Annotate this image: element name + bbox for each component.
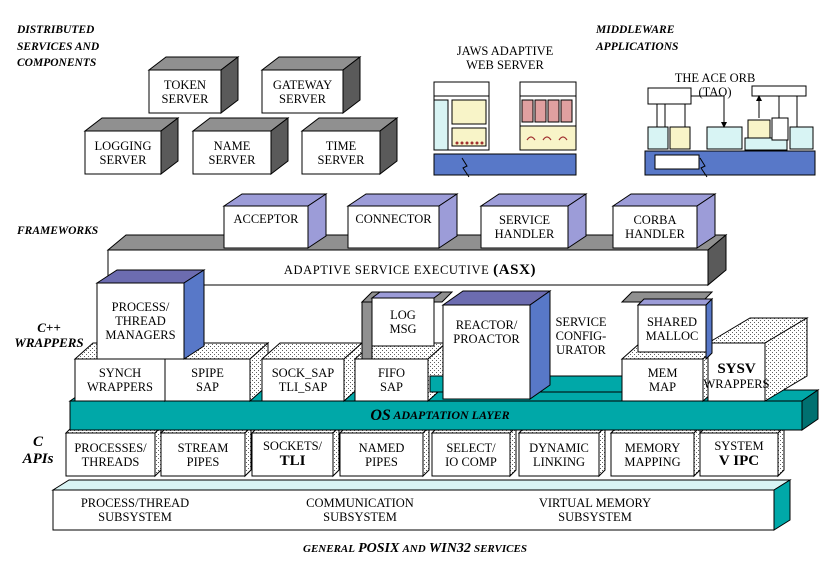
dynamic-linking-label: DYNAMIC LINKING [529,440,589,469]
footer-services: SERVICES [473,542,527,555]
synch-wrappers-label: SYNCH WRAPPERS [87,366,153,394]
asx-label-text: ADAPTIVE SERVICE EXECUTIVE [283,263,490,277]
virtual-memory-subsystem-label: VIRTUAL MEMORY SUBSYSTEM [538,496,652,524]
service-cubes [83,55,399,176]
service-cube-gateway [260,55,362,115]
os-abbr: OS [370,407,391,425]
wrapper-box-fifo [353,341,448,403]
process-thread-subsystem-label: PROCESS/THREAD SUBSYSTEM [80,496,190,524]
time-server-label: TIME SERVER [317,138,365,167]
asx-abbreviation: (ASX) [493,261,537,278]
fifo-sap-label: FIFO SAP [377,366,406,394]
memory-mapping-label: MEMORY MAPPING [624,440,681,469]
label-c-apis: C APIs [22,434,54,467]
sockets-text: SOCKETS/ [262,439,323,454]
os-services-slab [51,479,792,531]
label-frameworks: FRAMEWORKS [17,224,99,237]
footer-win32: WIN32 [428,541,471,557]
framework-box-service-handler [479,193,588,249]
tao-illustration [644,85,816,178]
footer-general: GENERAL [303,542,355,555]
service-cube-token [147,55,240,115]
stream-pipes-label: STREAM PIPES [177,440,229,469]
wrapper-box-sysv [706,317,809,402]
middle-components [360,290,714,400]
c-api-box-stream [159,425,253,478]
shared-malloc-label: SHARED MALLOC [645,314,699,343]
tao-label: THE ACE ORB (TAO) [674,71,756,99]
wrapper-row [73,317,809,403]
service-configurator-label: SERVICE CONFIG- URATOR [555,315,607,357]
framework-box-corba-handler [611,193,717,249]
reactor-proactor-label: REACTOR/ PROACTOR [453,318,520,346]
tli-text: TLI [279,453,306,470]
service-cube-name [191,116,290,176]
label-middleware-applications: MIDDLEWARE APPLICATIONS [596,24,679,53]
service-handler-label: SERVICE HANDLER [494,213,555,241]
processes-threads-label: PROCESSES/ THREADS [74,440,147,469]
gateway-server-label: GATEWAY SERVER [272,77,333,106]
jaws-illustration [433,81,577,178]
system-text: SYSTEM [714,439,764,454]
select-io-comp-label: SELECT/ IO COMP [445,440,497,469]
sysv-title: SYSV [717,360,756,377]
label-cpp-wrappers: C++ WRAPPERS [14,320,84,350]
sysv-wrappers-label: SYSV WRAPPERS [704,356,770,396]
framework-row [222,193,717,249]
name-server-label: NAME SERVER [208,138,256,167]
service-cube-logging [83,116,180,176]
connector-label: CONNECTOR [355,212,432,226]
footer-and: AND [402,542,426,555]
framework-box-connector [346,193,459,249]
system-v-ipc-label: SYSTEM V IPC [700,433,778,476]
service-cube-time [300,116,399,176]
spipe-sap-label: SPIPE SAP [191,366,224,394]
footer-posix: POSIX [358,541,400,557]
jaws-label: JAWS ADAPTIVE WEB SERVER [456,44,554,72]
sysv-subtitle: WRAPPERS [703,377,770,392]
os-layer-text: ADAPTATION LAYER [390,408,510,423]
sockets-tli-label: SOCKETS/ TLI [252,433,333,476]
footer-caption: GENERAL POSIX AND WIN32 SERVICES [240,538,590,560]
token-server-label: TOKEN SERVER [161,77,209,106]
label-distributed-services: DISTRIBUTED SERVICES AND COMPONENTS [17,24,100,70]
mem-map-label: MEM MAP [647,366,678,394]
corba-handler-label: CORBA HANDLER [625,213,685,241]
log-msg-label: LOG MSG [389,308,417,336]
asx-label: ADAPTIVE SERVICE EXECUTIVE (ASX) [200,258,620,282]
communication-subsystem-label: COMMUNICATION SUBSYSTEM [306,496,414,524]
v-ipc-text: V IPC [718,453,760,470]
os-adaptation-layer-label: OS ADAPTATION LAYER [250,403,630,429]
acceptor-label: ACCEPTOR [233,212,299,226]
process-thread-managers-label: PROCESS/ THREAD MANAGERS [105,300,176,342]
named-pipes-label: NAMED PIPES [358,440,405,469]
logging-server-label: LOGGING SERVER [94,138,152,167]
framework-box-acceptor [222,193,328,249]
sock-sap-label: SOCK_SAP TLI_SAP [271,366,335,394]
